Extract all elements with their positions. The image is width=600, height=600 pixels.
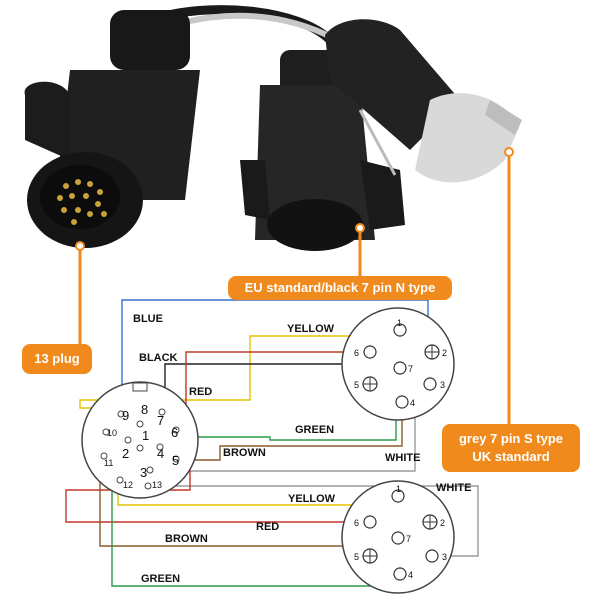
label-white-top: WHITE: [385, 452, 420, 464]
pin-eu-5: 5: [354, 380, 359, 390]
pin-13-8: 8: [141, 402, 148, 417]
label-white-bottom: WHITE: [436, 482, 471, 494]
pin-13-2: 2: [122, 446, 129, 461]
callout-eu-standard: EU standard/black 7 pin N type: [228, 276, 452, 300]
pin-uk-7: 7: [406, 534, 411, 544]
callout-13-plug: 13 plug: [22, 344, 92, 374]
pin-eu-6: 6: [354, 348, 359, 358]
wire-green-top: [138, 403, 397, 441]
pin-13-10: 10: [107, 428, 117, 438]
label-green-top: GREEN: [295, 424, 334, 436]
pin-13-12: 12: [123, 480, 133, 490]
pin-uk-3: 3: [442, 552, 447, 562]
pin-13-3: 3: [140, 465, 147, 480]
socket-13-pin: [81, 381, 199, 499]
label-brown-top: BROWN: [223, 447, 266, 459]
wire-white-bottom: [158, 485, 479, 557]
callout-uk-line1: grey 7 pin S type: [458, 431, 564, 446]
uk-plug-image: [325, 19, 522, 183]
label-yellow-top: YELLOW: [287, 323, 335, 335]
pin-eu-2: 2: [442, 348, 447, 358]
pin-numbers-eu: 1 2 6 7 5 3 4: [354, 318, 447, 408]
callout-uk-line2: UK standard: [472, 449, 550, 464]
pin-13-4: 4: [157, 446, 164, 461]
label-green-bottom: GREEN: [141, 573, 180, 585]
pin-13-7: 7: [157, 413, 164, 428]
pin-uk-4: 4: [408, 570, 413, 580]
callout-uk-standard: grey 7 pin S type UK standard: [442, 424, 580, 472]
pin-eu-3: 3: [440, 380, 445, 390]
pin-numbers-uk: 1 2 6 7 5 3 4: [354, 484, 447, 580]
eu-socket-image: [240, 50, 405, 251]
pin-eu-7: 7: [408, 364, 413, 374]
label-blue: BLUE: [133, 313, 163, 325]
callout-eu-standard-text: EU standard/black 7 pin N type: [244, 280, 436, 295]
pin-uk-6: 6: [354, 518, 359, 528]
label-yellow-bottom: YELLOW: [288, 493, 336, 505]
pin-uk-1: 1: [396, 484, 401, 494]
wire-labels: BLUE YELLOW BLACK RED GREEN BROWN WHITE …: [133, 313, 471, 585]
product-photo: [24, 5, 522, 251]
label-brown-bottom: BROWN: [165, 533, 208, 545]
plug-13-image: [24, 10, 200, 248]
pin-13-5: 5: [172, 453, 179, 468]
pin-eu-4: 4: [410, 398, 415, 408]
pin-uk-2: 2: [440, 518, 445, 528]
wire-brown-top: [178, 404, 403, 461]
pin-13-1: 1: [142, 428, 149, 443]
callout-leaders: [78, 152, 511, 424]
label-red-bottom: RED: [256, 521, 279, 533]
callout-leader-dots: [75, 147, 514, 251]
pin-13-6: 6: [171, 425, 178, 440]
pin-numbers-13: 9 8 7 6 10 1 2 4 11 5 3 12 13: [104, 402, 179, 490]
pin-13-11: 11: [104, 458, 113, 468]
pin-uk-5: 5: [354, 552, 359, 562]
wire-white-top: [152, 403, 416, 472]
callout-13-plug-text: 13 plug: [34, 351, 80, 366]
pin-13-13: 13: [152, 480, 162, 490]
label-black: BLACK: [139, 352, 178, 364]
socket-uk-7-pin: [341, 480, 455, 594]
socket-eu-7-pin: [341, 307, 455, 421]
pin-13-9: 9: [122, 408, 129, 423]
pin-eu-1: 1: [397, 318, 402, 328]
label-red-top: RED: [189, 386, 212, 398]
wire-black: [164, 352, 371, 412]
